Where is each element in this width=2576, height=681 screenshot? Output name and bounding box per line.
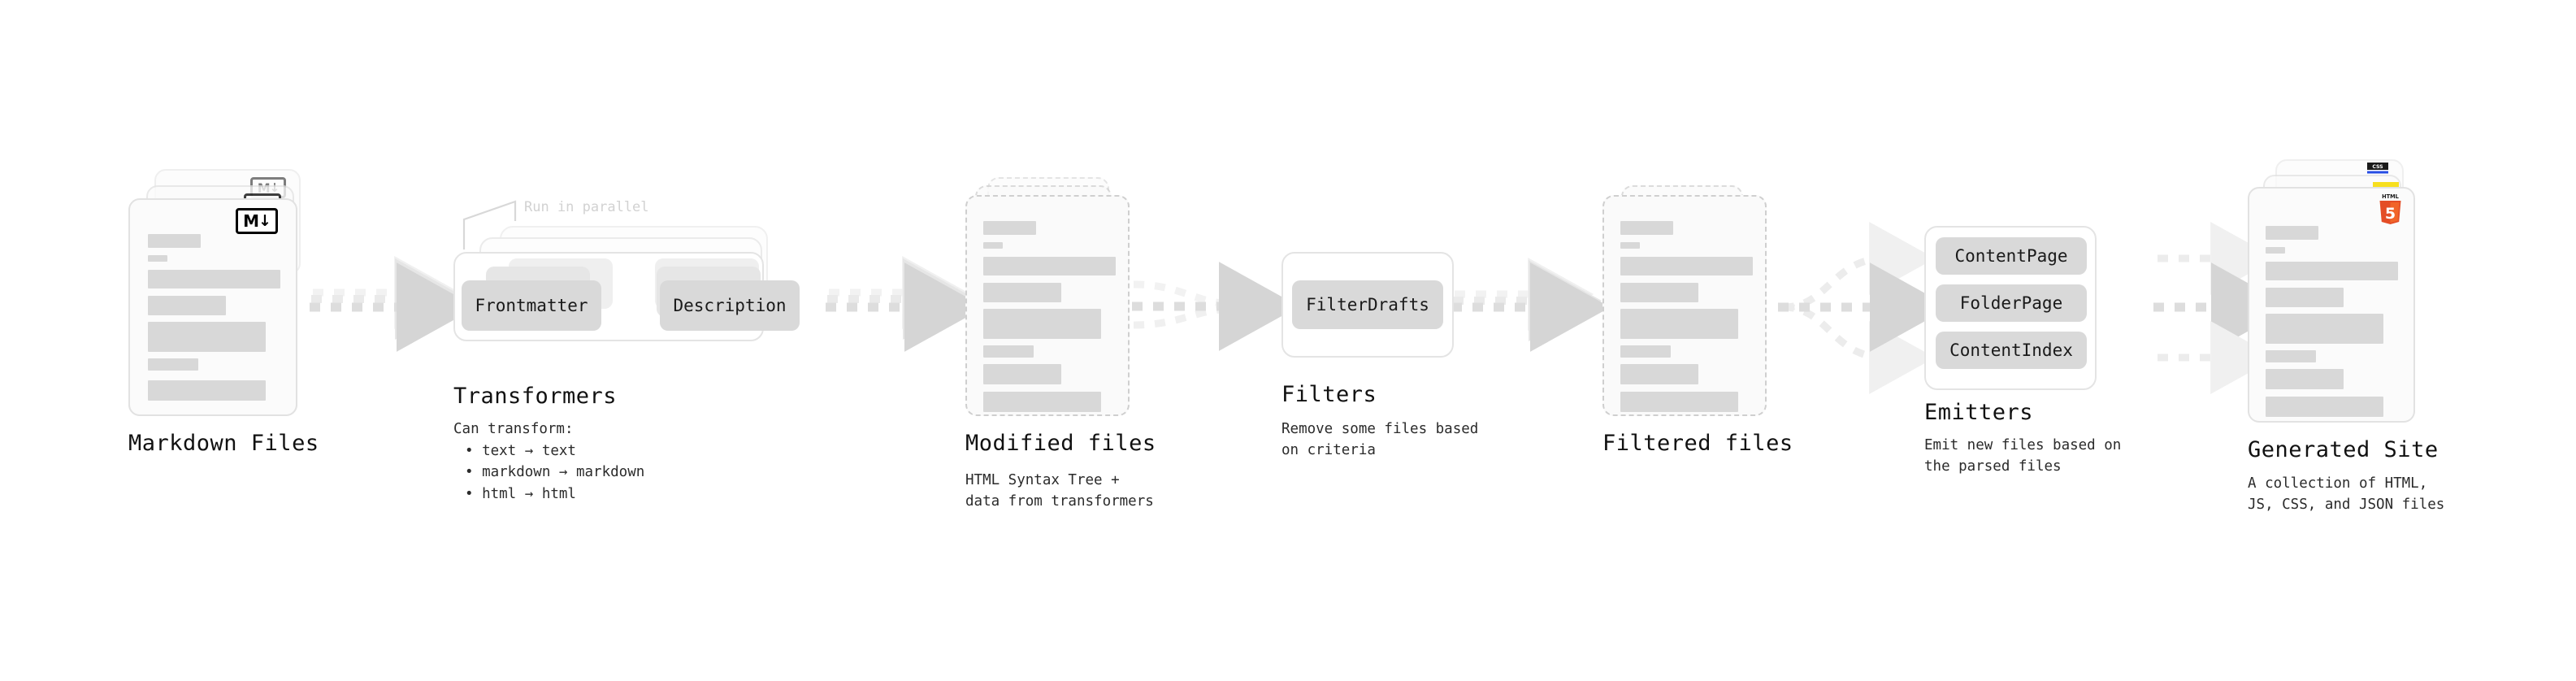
placeholder-bar [1620,283,1698,302]
html5-icon: HTML 5 [2379,193,2401,224]
svg-text:CSS: CSS [2372,164,2383,170]
stage-subtitle-emitters: Emit new files based on the parsed files [1924,437,2122,475]
placeholder-bar [1620,364,1698,384]
svg-text:5: 5 [2385,205,2396,223]
placeholder-bar [983,221,1036,235]
stage-title-filtered-files: Filtered files [1602,431,1793,456]
stage-title-generated-site: Generated Site [2248,437,2439,462]
placeholder-bar [1620,345,1671,358]
connector-filters-to-filtered [1451,258,1611,352]
placeholder-bar [2266,288,2344,307]
placeholder-bar [1620,257,1753,275]
placeholder-bar [2266,397,2383,417]
chip-description[interactable]: Description [660,280,800,331]
placeholder-bar [2266,247,2285,254]
modified-card-front [965,195,1130,416]
transformers-capabilities: Can transform: • text → text • markdown … [453,419,644,505]
stage-title-transformers: Transformers [453,384,618,409]
placeholder-bar [2266,226,2318,240]
placeholder-bar [983,283,1061,302]
transformer-bullet: • html → html [465,485,576,502]
placeholder-bar [983,309,1101,339]
placeholder-bar [148,255,167,262]
stage-title-modified-files: Modified files [965,431,1156,456]
transformer-bullet: • text → text [465,442,576,459]
stage-title-emitters: Emitters [1924,400,2034,425]
stage-subtitle-filters: Remove some files based on criteria [1281,421,1479,459]
placeholder-bar [983,392,1101,412]
placeholder-bar [983,242,1003,249]
placeholder-bar [983,257,1116,275]
chip-filterdrafts[interactable]: FilterDrafts [1292,280,1443,329]
placeholder-bar [1620,221,1673,235]
site-card-front [2248,187,2415,423]
connector-transformers-to-modified [826,256,985,352]
placeholder-bar [983,364,1061,384]
css3-icon: CSS [2367,163,2388,174]
chip-contentindex[interactable]: ContentIndex [1936,332,2087,369]
placeholder-bar [148,322,266,352]
connector-modified-to-filters [1132,262,1299,351]
markdown-icon: M↓ [236,208,278,234]
placeholder-bar [148,380,266,401]
placeholder-bar [983,345,1034,358]
chip-contentpage[interactable]: ContentPage [1936,237,2087,275]
placeholder-bar [148,358,198,371]
placeholder-bar [148,270,280,288]
placeholder-bar [1620,242,1640,249]
placeholder-bar [2266,369,2344,389]
connector-filtered-to-emitters [1778,222,1950,394]
run-in-parallel-annotation: Run in parallel [524,199,649,215]
chip-frontmatter[interactable]: Frontmatter [462,280,601,331]
placeholder-bar [2266,262,2398,280]
transformer-bullet: • markdown → markdown [465,464,645,481]
stage-subtitle-modified-files: HTML Syntax Tree + data from transformer… [965,472,1154,510]
markdown-card-front-lower [128,374,297,416]
stage-subtitle-generated-site: A collection of HTML, JS, CSS, and JSON … [2248,475,2445,514]
placeholder-bar [1620,309,1738,339]
chip-folderpage[interactable]: FolderPage [1936,284,2087,322]
filtered-card-front [1602,195,1767,416]
markdown-icon-letter: M [243,211,259,231]
transformers-capabilities-lead: Can transform: [453,421,574,437]
connector-markdown-to-transformers [310,256,477,352]
placeholder-bar [148,234,201,248]
placeholder-bar [2266,314,2383,344]
connector-emitters-to-site [2153,222,2292,394]
placeholder-bar [1620,392,1738,412]
placeholder-bar [2266,350,2316,362]
placeholder-bar [148,296,226,315]
stage-title-markdown-files: Markdown Files [128,431,319,456]
stage-title-filters: Filters [1281,382,1377,407]
svg-text:HTML: HTML [2382,193,2400,200]
